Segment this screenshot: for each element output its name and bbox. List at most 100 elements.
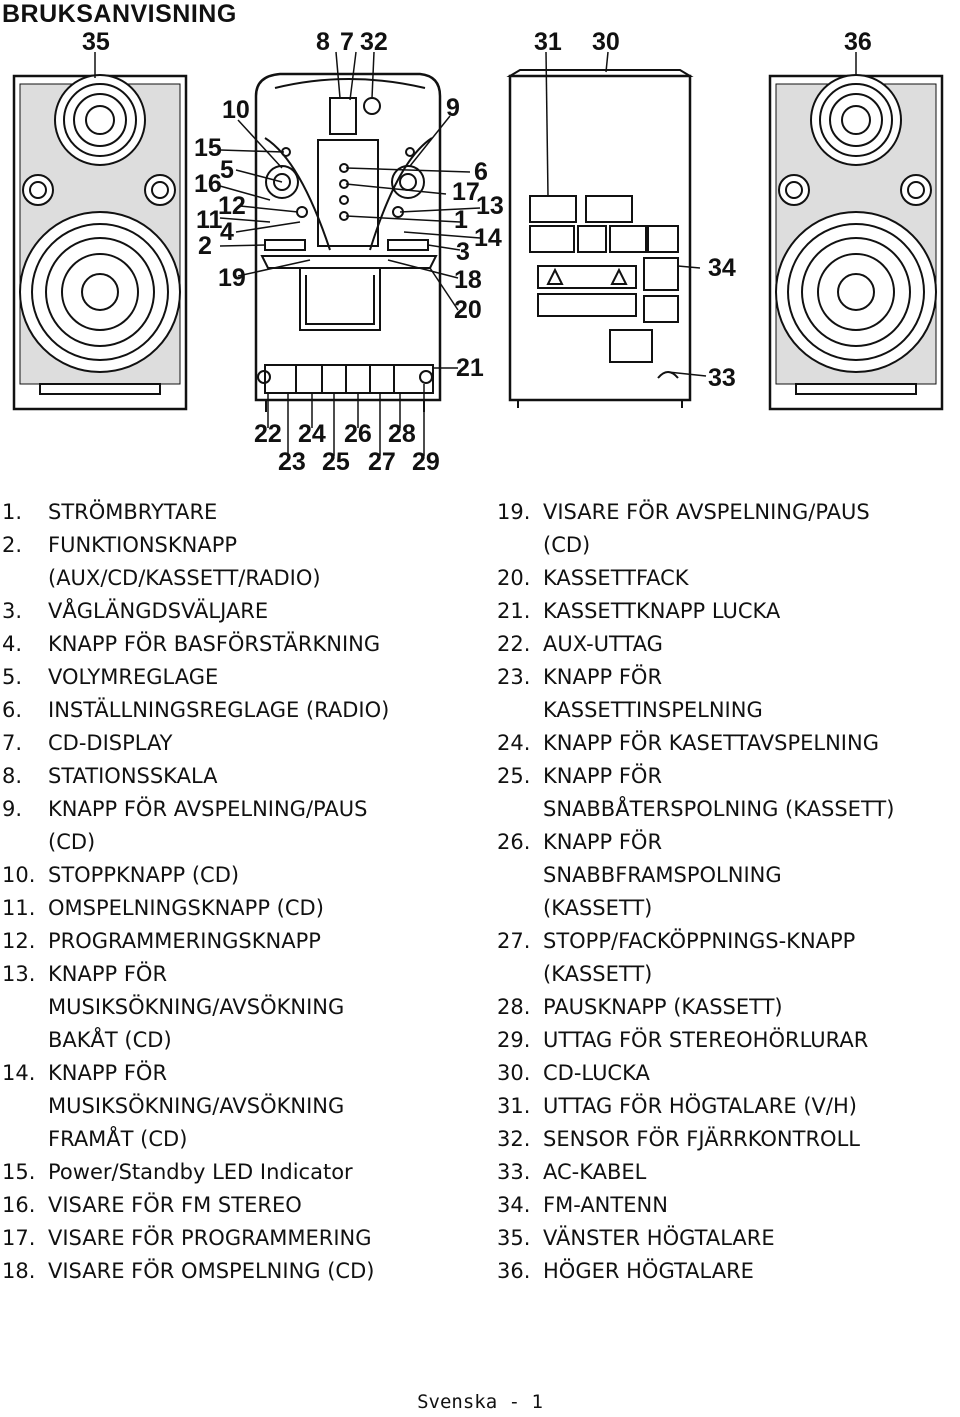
item-number: 18. [2,1259,36,1283]
item-label-line: CD-DISPLAY [48,731,173,755]
item-label-line: (AUX/CD/KASSETT/RADIO) [48,566,321,590]
parts-list-item: 2.FUNKTIONSKNAPP(AUX/CD/KASSETT/RADIO) [2,529,389,595]
page-footer: Svenska - 1 [417,1391,543,1413]
parts-list-item: 9.KNAPP FÖR AVSPELNING/PAUS(CD) [2,793,389,859]
callout-10: 10 [222,96,250,124]
right-speaker [768,74,944,411]
item-label-line: VÅGLÄNGDSVÄLJARE [48,599,269,623]
callout-27: 27 [368,448,396,476]
item-number: 29. [497,1028,531,1052]
callout-13: 13 [476,192,504,220]
parts-list-item: 32.SENSOR FÖR FJÄRRKONTROLL [497,1123,894,1156]
callout-2: 2 [198,232,212,260]
callout-26: 26 [344,420,372,448]
item-label-line: SNABBFRAMSPOLNING [543,863,782,887]
parts-list-item: 27.STOPP/FACKÖPPNINGS-KNAPP(KASSETT) [497,925,894,991]
callout-20: 20 [454,296,482,324]
item-number: 20. [497,566,531,590]
callout-19: 19 [218,264,246,292]
item-label-line: KASSETTFACK [543,566,689,590]
parts-list-item: 3.VÅGLÄNGDSVÄLJARE [2,595,389,628]
parts-list-item: 29.UTTAG FÖR STEREOHÖRLURAR [497,1024,894,1057]
item-label-line: STRÖMBRYTARE [48,500,218,524]
parts-list-item: 30.CD-LUCKA [497,1057,894,1090]
item-label-line: FM-ANTENN [543,1193,668,1217]
callout-11: 11 [196,206,223,234]
item-number: 36. [497,1259,531,1283]
item-number: 30. [497,1061,531,1085]
callout-30: 30 [592,28,620,56]
callout-4: 4 [220,218,234,246]
item-number: 25. [497,764,531,788]
item-number: 6. [2,698,23,722]
callout-28: 28 [388,420,416,448]
item-label-line: (CD) [48,830,96,854]
parts-list-item: 12.PROGRAMMERINGSKNAPP [2,925,389,958]
callout-24: 24 [298,420,326,448]
callout-22: 22 [254,420,282,448]
callout-14: 14 [474,224,502,252]
callout-34: 34 [708,254,736,282]
callout-35: 35 [82,28,110,56]
parts-list-item: 15.Power/Standby LED Indicator [2,1156,389,1189]
item-label-line: KASSETTINSPELNING [543,698,763,722]
left-speaker [12,74,188,411]
item-label-line: HÖGER HÖGTALARE [543,1259,754,1283]
item-label-line: VISARE FÖR OMSPELNING (CD) [48,1259,375,1283]
main-unit-back [506,69,694,408]
parts-list-item: 8.STATIONSSKALA [2,760,389,793]
item-number: 13. [2,962,36,986]
parts-list-item: 35.VÄNSTER HÖGTALARE [497,1222,894,1255]
item-label-line: KASSETTKNAPP LUCKA [543,599,781,623]
item-label-line: KNAPP FÖR [48,1061,168,1085]
item-label-line: AUX-UTTAG [543,632,663,656]
parts-list-item: 1.STRÖMBRYTARE [2,496,389,529]
parts-list-item: 11.OMSPELNINGSKNAPP (CD) [2,892,389,925]
item-number: 8. [2,764,23,788]
callout-12: 12 [218,192,246,220]
callout-8: 8 [316,28,330,56]
parts-list-item: 5.VOLYMREGLAGE [2,661,389,694]
item-number: 35. [497,1226,531,1250]
parts-list-item: 36. HÖGER HÖGTALARE [497,1255,894,1288]
callout-6: 6 [474,158,488,186]
callout-36: 36 [844,28,872,56]
callout-3: 3 [456,238,470,266]
item-number: 24. [497,731,531,755]
parts-list-item: 24. KNAPP FÖR KASETTAVSPELNING [497,727,894,760]
item-label-line: OMSPELNINGSKNAPP (CD) [48,896,324,920]
callout-29: 29 [412,448,440,476]
item-number: 33. [497,1160,531,1184]
callout-9: 9 [446,94,460,122]
parts-list-item: 7.CD-DISPLAY [2,727,389,760]
callout-31: 31 [534,28,562,56]
product-diagram: 35 8 7 32 31 30 36 10 9 15 5 16 6 12 17 … [0,26,960,476]
item-number: 21. [497,599,531,623]
item-label-line: SENSOR FÖR FJÄRRKONTROLL [543,1127,860,1151]
item-label-line: KNAPP FÖR KASETTAVSPELNING [543,731,879,755]
item-label-line: KNAPP FÖR [543,665,663,689]
item-number: 15. [2,1160,36,1184]
callout-25: 25 [322,448,350,476]
item-number: 10. [2,863,36,887]
parts-list-item: 34.FM-ANTENN [497,1189,894,1222]
item-number: 5. [2,665,23,689]
parts-list-item: 17.VISARE FÖR PROGRAMMERING [2,1222,389,1255]
item-label-line: UTTAG FÖR HÖGTALARE (V/H) [543,1094,857,1118]
item-label-line: STOPPKNAPP (CD) [48,863,240,887]
callout-16: 16 [194,170,222,198]
parts-list-item: 16.VISARE FÖR FM STEREO [2,1189,389,1222]
item-number: 16. [2,1193,36,1217]
item-label-line: VISARE FÖR AVSPELNING/PAUS [543,500,870,524]
item-label-line: STOPP/FACKÖPPNINGS-KNAPP [543,929,856,953]
parts-list-item: 33.AC-KABEL [497,1156,894,1189]
item-label-line: FUNKTIONSKNAPP [48,533,238,557]
item-label-line: INSTÄLLNINGSREGLAGE (RADIO) [48,698,390,722]
item-number: 31. [497,1094,531,1118]
